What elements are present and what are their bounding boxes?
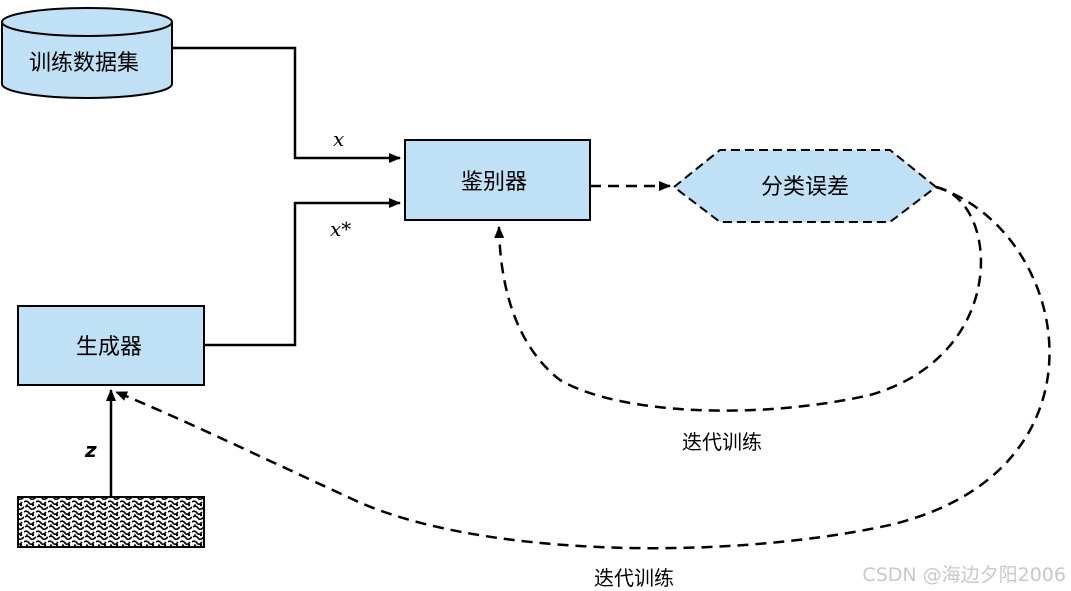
discriminator-box: 鉴别器: [404, 139, 591, 221]
dataset-cylinder: 训练数据集: [1, 7, 173, 99]
classification-error-hexagon: 分类误差: [672, 149, 938, 223]
dataset-label: 训练数据集: [29, 51, 139, 76]
fake-sample-arrow: [204, 198, 401, 347]
generator-box: 生成器: [17, 305, 205, 386]
fake-sample-label: x*: [330, 217, 351, 241]
generator-training-loop: [115, 185, 1051, 550]
noise-block: [17, 496, 205, 548]
classification-error-label: 分类误差: [761, 175, 849, 200]
generator-label: 生成器: [76, 335, 142, 360]
noise-label: z: [84, 438, 97, 462]
watermark-text: CSDN @海边夕阳2006: [862, 564, 1066, 586]
generator-training-label: 迭代训练: [594, 566, 674, 590]
discriminator-training-loop: [494, 185, 983, 412]
real-sample-arrow: [172, 46, 401, 163]
discriminator-label: 鉴别器: [461, 170, 527, 195]
real-sample-label: x: [333, 127, 344, 151]
discriminator-training-label: 迭代训练: [682, 430, 762, 454]
